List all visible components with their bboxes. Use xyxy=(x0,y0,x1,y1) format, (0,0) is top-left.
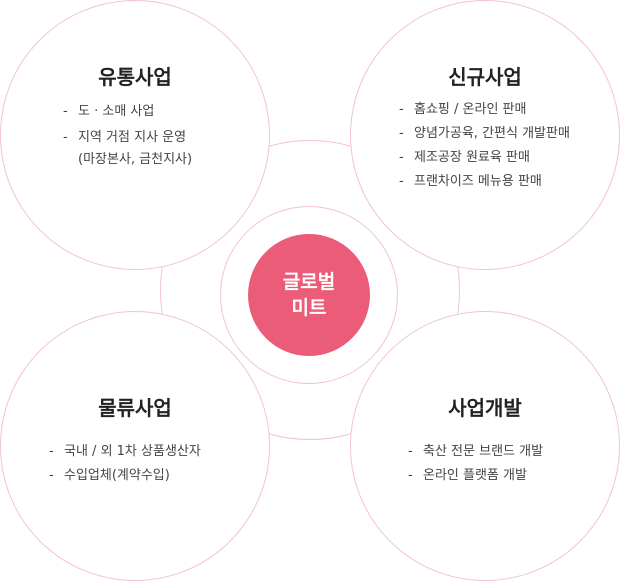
list-item: 홈쇼핑 / 온라인 판매 xyxy=(399,98,570,122)
distribution-circle: 유통사업 도 · 소매 사업 지역 거점 지사 운영 (마장본사, 금천지사) xyxy=(0,0,270,270)
list-item: 제조공장 원료육 판매 xyxy=(399,146,570,170)
business-dev-title: 사업개발 xyxy=(448,396,522,420)
center-label-line1: 글로벌 xyxy=(282,271,336,293)
list-item: 축산 전문 브랜드 개발 xyxy=(408,440,543,464)
distribution-list: 도 · 소매 사업 지역 거점 지사 운영 (마장본사, 금천지사) xyxy=(63,101,192,175)
list-item: 도 · 소매 사업 xyxy=(63,101,192,123)
list-item: 양념가공육, 간편식 개발판매 xyxy=(399,122,570,146)
logistics-title: 물류사업 xyxy=(98,396,172,420)
list-item: 지역 거점 지사 운영 (마장본사, 금천지사) xyxy=(63,127,192,171)
logistics-circle: 물류사업 국내 / 외 1차 상품생산자 수입업체(계약수입) xyxy=(0,311,270,581)
new-business-list: 홈쇼핑 / 온라인 판매 양념가공육, 간편식 개발판매 제조공장 원료육 판매… xyxy=(399,98,570,194)
connector-ring xyxy=(160,140,460,440)
center-label-line2: 미트 xyxy=(291,297,327,319)
list-item: 온라인 플랫폼 개발 xyxy=(408,464,543,488)
business-dev-circle: 사업개발 축산 전문 브랜드 개발 온라인 플랫폼 개발 xyxy=(350,311,620,581)
business-dev-list: 축산 전문 브랜드 개발 온라인 플랫폼 개발 xyxy=(408,440,543,488)
distribution-title: 유통사업 xyxy=(98,65,172,89)
new-business-title: 신규사업 xyxy=(448,65,522,89)
new-business-circle: 신규사업 홈쇼핑 / 온라인 판매 양념가공육, 간편식 개발판매 제조공장 원… xyxy=(350,0,620,270)
center-circle: 글로벌 미트 xyxy=(248,234,370,356)
logistics-list: 국내 / 외 1차 상품생산자 수입업체(계약수입) xyxy=(49,440,201,488)
list-item: 수입업체(계약수입) xyxy=(49,464,201,488)
list-item: 국내 / 외 1차 상품생산자 xyxy=(49,440,201,464)
list-item: 프랜차이즈 메뉴용 판매 xyxy=(399,170,570,194)
